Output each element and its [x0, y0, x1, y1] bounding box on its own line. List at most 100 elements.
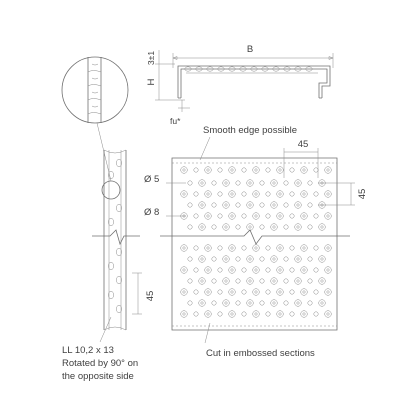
dim-offset-label: 3±1 [146, 51, 156, 65]
hole-large [276, 166, 284, 174]
hole-large [270, 255, 278, 263]
section-emboss [294, 66, 302, 72]
pitch-v-label: 45 [357, 189, 368, 200]
hole-large [276, 310, 284, 318]
rail-slot [108, 290, 114, 300]
hole-center [326, 312, 330, 316]
hole-center [278, 312, 282, 316]
hole-small [289, 311, 295, 317]
hole-large [246, 255, 254, 263]
hole-large [300, 266, 308, 274]
hole-center [230, 214, 234, 218]
hole-center [320, 301, 324, 305]
hole-center [278, 214, 282, 218]
hole-small [259, 224, 265, 230]
hole-large [204, 166, 212, 174]
hole-small [193, 267, 199, 273]
rail-slot [116, 158, 122, 168]
hole-small [313, 245, 319, 251]
hole-large [228, 166, 236, 174]
hole-center [302, 268, 306, 272]
hole-large [294, 277, 302, 285]
hole-center [278, 168, 282, 172]
hole-center [320, 279, 324, 283]
hole-large [324, 310, 332, 318]
slot-note-line-2: Rotated by 90° on [62, 358, 138, 369]
hole-small [265, 267, 271, 273]
rail-slot [108, 170, 114, 180]
hole-center [302, 192, 306, 196]
hole-center [248, 203, 252, 207]
hole-small [289, 191, 295, 197]
hole-large [252, 212, 260, 220]
hole-center [200, 279, 204, 283]
side-rail-view: 45 LL 10,2 x 13 Rotated by 90° on the op… [62, 149, 156, 382]
hole-large [300, 244, 308, 252]
pitch-h-label: 45 [298, 139, 309, 150]
hole-large [222, 299, 230, 307]
hole-small [265, 191, 271, 197]
hole-small [211, 202, 217, 208]
hole-small [313, 311, 319, 317]
section-emboss [305, 66, 313, 72]
hole-center [272, 301, 276, 305]
hole-center [206, 290, 210, 294]
hole-center [224, 203, 228, 207]
hole-large [228, 266, 236, 274]
hole-large [324, 190, 332, 198]
hole-center [326, 290, 330, 294]
hole-small [265, 213, 271, 219]
hole-small [289, 289, 295, 295]
hole-center [206, 312, 210, 316]
dim-height-label: H [146, 78, 157, 85]
rail-detail-circle [101, 180, 121, 200]
hole-center [302, 168, 306, 172]
hole-center [272, 203, 276, 207]
hole-small [217, 191, 223, 197]
section-view: B 3±1 H fu* [146, 44, 334, 126]
hole-large [180, 190, 188, 198]
hole-small [283, 224, 289, 230]
slot-note-line-3: the opposite side [62, 371, 134, 382]
hole-center [248, 301, 252, 305]
hole-center [326, 214, 330, 218]
hole-small [211, 300, 217, 306]
hole-small [265, 289, 271, 295]
hole-small [217, 213, 223, 219]
hole-center [296, 203, 300, 207]
slot-note-leader [99, 316, 112, 343]
hole-large [228, 244, 236, 252]
hole-large [318, 223, 326, 231]
hole-center [278, 246, 282, 250]
hole-large [252, 266, 260, 274]
hole-center [272, 181, 276, 185]
hole-small [217, 311, 223, 317]
hole-small [193, 213, 199, 219]
hole-small-label: Ø 5 [144, 174, 159, 185]
hole-grid [180, 166, 332, 318]
hole-small [313, 191, 319, 197]
hole-large [294, 223, 302, 231]
hole-small [211, 180, 217, 186]
hole-small [241, 311, 247, 317]
hole-center [248, 181, 252, 185]
front-break-line [160, 229, 350, 245]
hole-large [204, 190, 212, 198]
hole-center [200, 301, 204, 305]
hole-center [224, 301, 228, 305]
hole-small [193, 311, 199, 317]
hole-large [270, 179, 278, 187]
hole-small [259, 300, 265, 306]
section-emboss [261, 66, 269, 72]
hole-large [198, 299, 206, 307]
hole-small [193, 167, 199, 173]
hole-center [296, 181, 300, 185]
rail-break-line [92, 229, 140, 246]
hole-small [235, 180, 241, 186]
hole-center [296, 279, 300, 283]
hole-small [241, 245, 247, 251]
rail-slot [108, 261, 114, 271]
hole-large [246, 223, 254, 231]
hole-small [259, 256, 265, 262]
